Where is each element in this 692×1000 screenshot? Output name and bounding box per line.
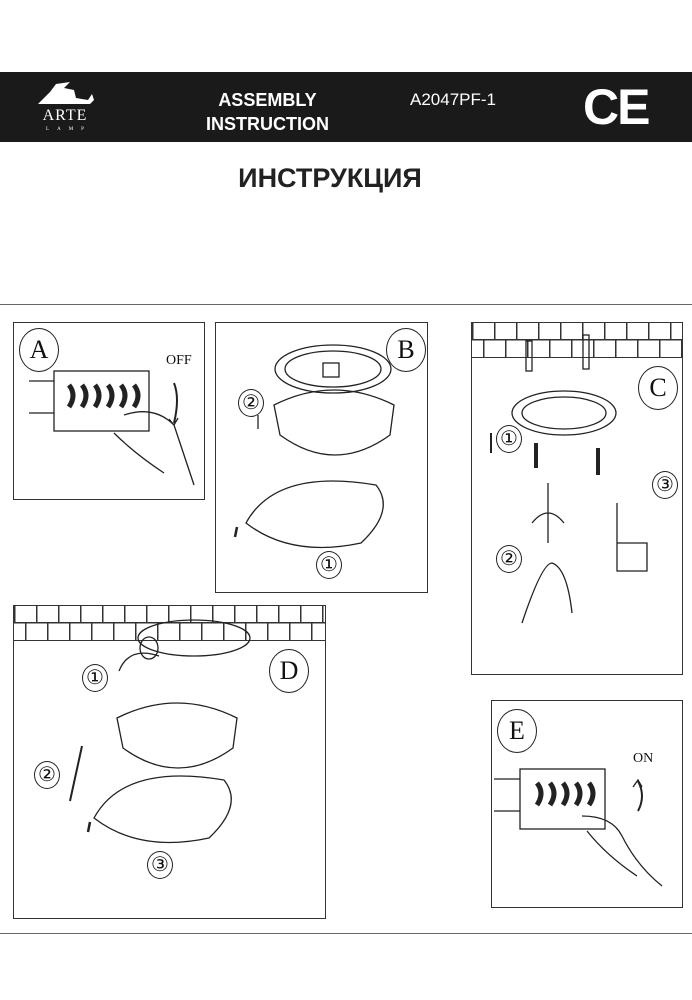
instruction-frame <box>0 304 692 934</box>
ce-mark: CE <box>583 79 650 135</box>
step-c-sub-1: ① <box>496 425 522 453</box>
document-title: ASSEMBLY INSTRUCTION <box>190 88 345 136</box>
step-b-sub-1: ① <box>316 551 342 579</box>
arte-lamp-logo: ARTE LAMP <box>30 80 100 138</box>
switch-off-label: OFF <box>166 353 192 368</box>
breaker-hand-on-illustration <box>494 768 663 887</box>
step-d-sub-3: ③ <box>147 851 173 879</box>
step-e-label: E <box>497 709 537 753</box>
cover-removal-illustration <box>233 344 395 549</box>
step-e-panel: E ON <box>491 700 683 908</box>
page-title-ru: ИНСТРУКЦИЯ <box>238 163 422 193</box>
step-b-panel: B ② ① <box>215 322 428 593</box>
lion-logo-icon <box>38 82 94 104</box>
ceiling-bricks <box>472 323 682 358</box>
brand-name: ARTE <box>42 107 88 124</box>
step-d-sub-2: ② <box>34 761 60 789</box>
header-bar: ARTE LAMP ASSEMBLY INSTRUCTION A2047PF-1… <box>0 72 692 142</box>
brand-sub: LAMP <box>46 127 92 132</box>
ceiling-bricks <box>14 606 325 641</box>
ceiling-mount-illustration <box>490 334 648 624</box>
step-d-sub-1: ① <box>82 664 108 692</box>
breaker-hand-illustration <box>29 370 195 486</box>
cover-install-illustration <box>69 619 251 844</box>
step-d-label: D <box>269 649 309 693</box>
model-number: A2047PF-1 <box>410 90 496 109</box>
title-line-2: INSTRUCTION <box>206 114 329 134</box>
step-a-label: A <box>19 328 59 372</box>
step-a-panel: A OFF <box>13 322 205 500</box>
step-c-label: C <box>638 366 678 410</box>
step-c-panel: C ① ② ③ <box>471 322 683 675</box>
step-d-panel: D ① ② ③ <box>13 605 326 919</box>
switch-on-label: ON <box>633 751 654 766</box>
step-c-sub-2: ② <box>496 545 522 573</box>
step-b-sub-2: ② <box>238 389 264 417</box>
title-line-1: ASSEMBLY <box>218 90 317 110</box>
step-b-label: B <box>386 328 426 372</box>
step-c-sub-3: ③ <box>652 471 678 499</box>
